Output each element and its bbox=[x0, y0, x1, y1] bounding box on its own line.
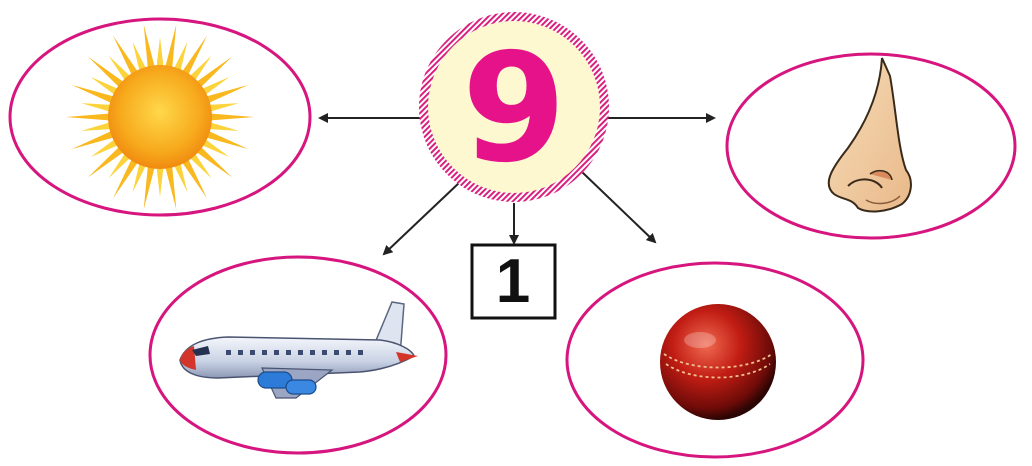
sun-ray bbox=[87, 56, 125, 88]
arrows bbox=[318, 113, 716, 256]
sun-ray bbox=[87, 146, 125, 178]
sun-icon bbox=[66, 24, 254, 210]
sun-ray bbox=[205, 130, 249, 150]
sun-ray bbox=[113, 158, 139, 199]
sun-ray bbox=[66, 113, 111, 121]
oval-nose[interactable] bbox=[725, 52, 1017, 240]
cricket-ball-icon bbox=[660, 304, 776, 420]
sun-ray bbox=[108, 55, 131, 82]
sun-ray bbox=[71, 84, 115, 104]
sun-ray bbox=[195, 146, 233, 178]
center-number: 9 bbox=[462, 22, 566, 196]
sun-ray bbox=[201, 138, 230, 157]
sun-ray bbox=[201, 77, 230, 96]
sun-ray bbox=[71, 130, 115, 150]
sun-ray bbox=[156, 37, 164, 68]
sun-ray bbox=[143, 24, 155, 69]
sun-ray bbox=[173, 41, 188, 72]
sun-ray bbox=[81, 122, 112, 131]
sun-ray bbox=[173, 162, 188, 193]
sun-ray bbox=[189, 55, 212, 82]
sun-ray bbox=[156, 166, 164, 197]
nose-icon bbox=[827, 57, 912, 213]
sun-ray bbox=[209, 113, 254, 121]
sun-ray bbox=[132, 41, 147, 72]
sun-ray bbox=[195, 56, 233, 88]
sun-ray bbox=[181, 158, 207, 199]
sun-ray bbox=[113, 35, 139, 76]
oval-cricket-ball[interactable] bbox=[565, 261, 865, 459]
sun-ray bbox=[143, 165, 155, 210]
sun-ray bbox=[132, 162, 147, 193]
sun-ray bbox=[90, 77, 119, 96]
sun-ray bbox=[205, 84, 249, 104]
center-number-badge: 9 bbox=[419, 12, 609, 202]
oval-aeroplane[interactable] bbox=[148, 255, 448, 455]
sun-ray bbox=[165, 24, 177, 69]
sun-ray bbox=[90, 138, 119, 157]
aeroplane-icon bbox=[179, 301, 418, 399]
sun-ray bbox=[108, 152, 131, 179]
sun-ray bbox=[189, 152, 212, 179]
sun-ray bbox=[165, 165, 177, 210]
sun-ray bbox=[208, 122, 239, 131]
answer-box[interactable]: 1 bbox=[470, 243, 557, 320]
oval-sun[interactable] bbox=[8, 17, 312, 217]
arrow-to-aeroplane bbox=[382, 181, 461, 256]
sun-ray bbox=[181, 35, 207, 76]
sun-ray bbox=[208, 103, 239, 112]
answer-box-value: 1 bbox=[496, 247, 530, 316]
arrow-to-cricket-ball bbox=[581, 171, 657, 244]
sun-ray bbox=[81, 103, 112, 112]
